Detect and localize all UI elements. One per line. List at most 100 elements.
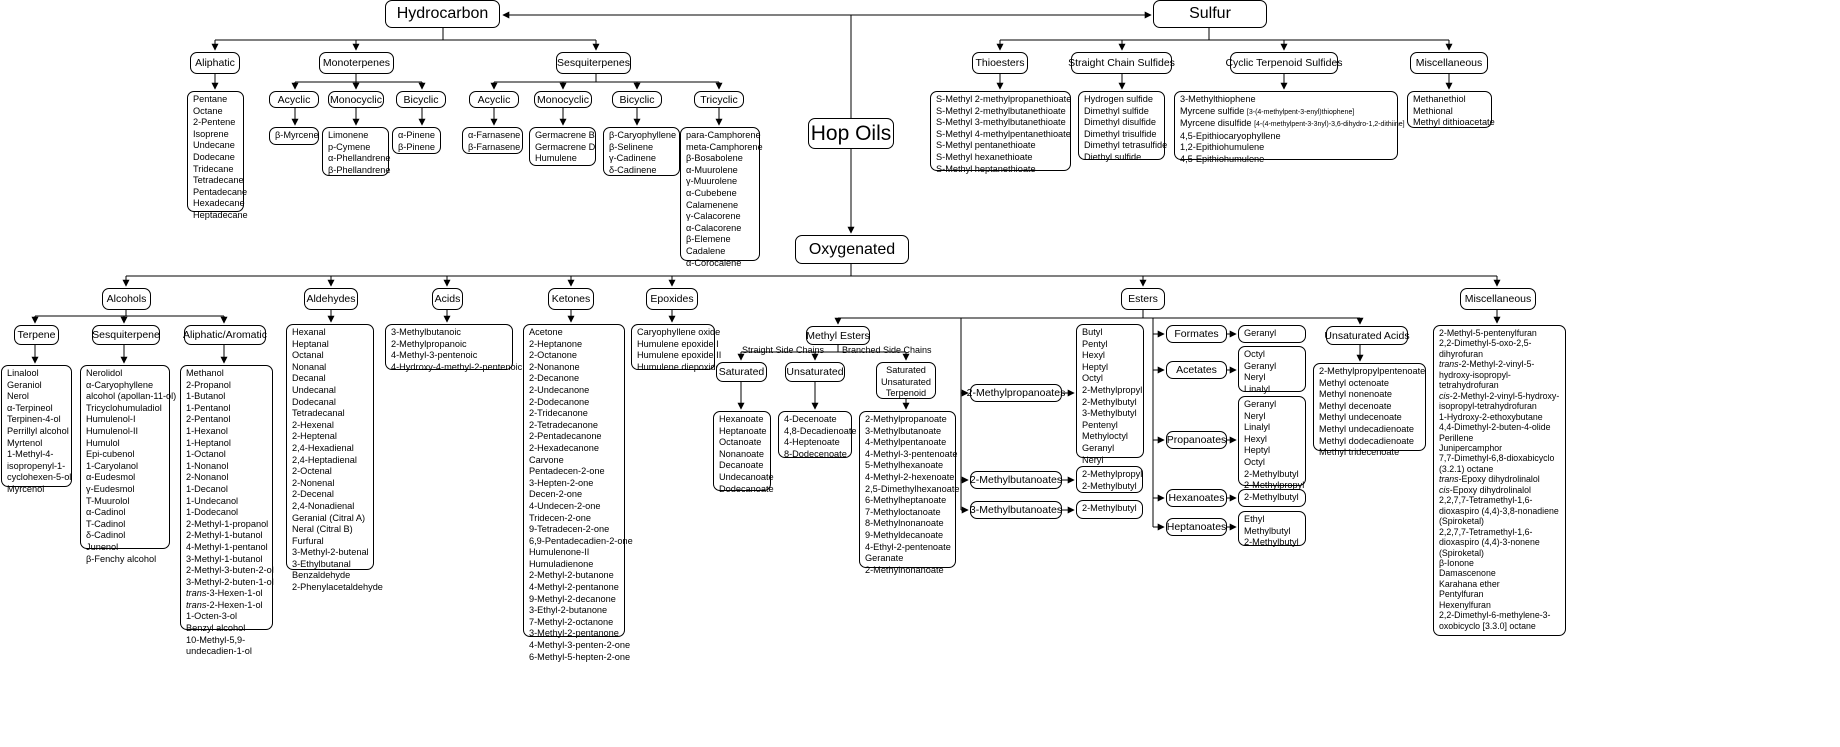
list-item: Myrtenol <box>7 437 43 448</box>
list-item: 4-Methyl-3-pentenoate <box>865 448 958 459</box>
list-item: Heptanoate <box>719 425 767 436</box>
list-item: Nerolidol <box>86 368 123 378</box>
list-item: S-Methyl 3-methylbutanethioate <box>936 117 1066 128</box>
hop-oils-node: Hop Oils <box>808 118 894 149</box>
misc-item: 1-Hydroxy-2-ethoxybutane <box>1439 411 1543 422</box>
list-item: 8-Methylnonanoate <box>865 518 944 529</box>
list-item: 2,5-Dimethylhexanoate <box>865 483 960 494</box>
list-item: Methanol <box>186 368 224 378</box>
list-item: Calamenene <box>686 199 739 210</box>
list-item: undecadien-1-ol <box>186 646 252 657</box>
straight-chain-sulfides-node: Straight Chain Sulfides <box>1068 52 1175 74</box>
list-item: S-Methyl 4-methylpentanethioate <box>936 128 1071 139</box>
list-item: β-Myrcene <box>275 130 319 140</box>
list-item: Dimethyl disulfide <box>1084 117 1156 128</box>
list-item: Geranyl <box>1082 442 1115 453</box>
misc-item: 2,2-Dimethyl-5-oxo-2,5- <box>1439 338 1532 349</box>
list-item: 4-Methyl-3-pentenoic <box>391 350 478 361</box>
list-item: 3-Methylbutanoate <box>865 425 942 436</box>
list-item: 2-Methyl-2-butanone <box>529 570 614 581</box>
list-item: 2-Hexadecanone <box>529 442 599 453</box>
formates-list: Geranyl <box>1238 325 1306 343</box>
list-item: 2-Decanone <box>529 373 580 384</box>
misc-item: 4,4-Dimethyl-2-buten-4-olide <box>1439 422 1551 433</box>
list-item: Heptanal <box>292 338 329 349</box>
list-item: Pentadecen-2-one <box>529 466 605 477</box>
list-item: δ-Cadinene <box>609 164 657 175</box>
misc-item: isopropyl-tetrahydrofuran <box>1439 401 1537 412</box>
list-item: S-Methyl pentanethioate <box>936 140 1036 151</box>
list-item: 2-Nonenal <box>292 477 335 488</box>
mono-monocyclic-node: Monocyclic <box>328 91 384 108</box>
list-item: α-Eudesmol <box>86 472 136 483</box>
list-item: S-Methyl hexanethioate <box>936 151 1033 162</box>
unsaturated-node: Unsaturated <box>785 362 845 382</box>
branched-side-chains-label: Branched Side Chains <box>842 345 932 355</box>
list-item: γ-Cadinene <box>609 153 656 164</box>
list-item: Methyl octenoate <box>1319 377 1389 388</box>
list-item: 2-Methylpropanoate <box>865 414 947 424</box>
misc-item: 2,2,7,7-Tetramethyl-1,6- <box>1439 526 1533 537</box>
list-item: α-Pinene <box>398 130 435 140</box>
list-item: Limonene <box>328 130 369 140</box>
thioesters-node: Thioesters <box>972 52 1028 74</box>
misc-item: dioxaspiro (4,4)-3,8-nonadiene <box>1439 505 1559 516</box>
hexanoates-node: Hexanoates <box>1166 489 1227 507</box>
list-item: Tetradecane <box>193 175 244 186</box>
list-item: Tridecane <box>193 163 234 174</box>
list-item: 2-Methylpropyl <box>1082 384 1143 395</box>
list-item: 2-Methylbutyl <box>1244 468 1299 479</box>
list-item: Caryophyllene oxide <box>637 327 721 337</box>
misc-item: Damascenone <box>1439 568 1496 579</box>
list-item: Junenol <box>86 541 119 552</box>
list-item: 3-Methylbutyl <box>1082 408 1137 419</box>
list-item: Humulol <box>86 437 120 448</box>
list-item: 2-Heptanone <box>529 338 583 349</box>
misc-item: Perillene <box>1439 432 1474 443</box>
list-item: α-Muurolene <box>686 164 738 175</box>
list-item: 6-Methyl-5-hepten-2-one <box>529 651 631 662</box>
list-item: cyclohexen-5-ol <box>7 472 72 483</box>
list-item: α-Caryophyllene <box>86 379 154 390</box>
misc-item: 2,2,7,7-Tetramethyl-1,6- <box>1439 495 1533 506</box>
ses-bicyclic-node: Bicyclic <box>612 91 662 108</box>
misc-item: Pentylfuran <box>1439 589 1484 600</box>
list-item: δ-Cadinol <box>86 530 126 541</box>
list-item: 2-Hexenal <box>292 419 334 430</box>
cyclic-sulfide-item: 1,2-Epithiohumulene <box>1180 142 1265 153</box>
list-item: 6-Methylheptanoate <box>865 495 947 506</box>
list-item: Hexyl <box>1244 433 1267 444</box>
oxygenated-misc-node: Miscellaneous <box>1460 288 1536 310</box>
list-item: 4-Methyl-2-pentanone <box>529 582 619 593</box>
hexanoates-list: 2-Methylbutyl <box>1238 489 1306 507</box>
misc-item: cis-Epoxy dihydrolinalol <box>1439 484 1531 495</box>
misc-item: trans-Epoxy dihydrolinalol <box>1439 474 1540 485</box>
list-item: 1-Octen-3-ol <box>186 611 238 622</box>
list-item: 2,4-Hexadienal <box>292 442 354 453</box>
misc-item: cis-2-Methyl-2-vinyl-5-hydroxy- <box>1439 390 1560 401</box>
list-item: 4-Methylpentanoate <box>865 437 947 448</box>
list-item: Geranyl <box>1244 399 1277 409</box>
list-item: 2-Methylbutyl <box>1082 480 1137 491</box>
list-item: Geranyl <box>1244 328 1277 338</box>
list-item: Neral (Citral B) <box>292 524 353 535</box>
hydrocarbon-node: Hydrocarbon <box>385 0 500 28</box>
list-item: 2-Methylbutyl <box>1082 503 1137 513</box>
list-item: Geranyl <box>1244 360 1277 371</box>
list-item: S-Methyl 2-methylpropanethioate <box>936 94 1072 104</box>
cyclic-sulfide-item: 4,5-Epithiohumulene <box>1180 153 1265 164</box>
list-item: Tetradecanal <box>292 408 345 419</box>
list-item: 2-Methylbutyl <box>1082 396 1137 407</box>
list-item: Methyl undecadienoate <box>1319 423 1415 434</box>
